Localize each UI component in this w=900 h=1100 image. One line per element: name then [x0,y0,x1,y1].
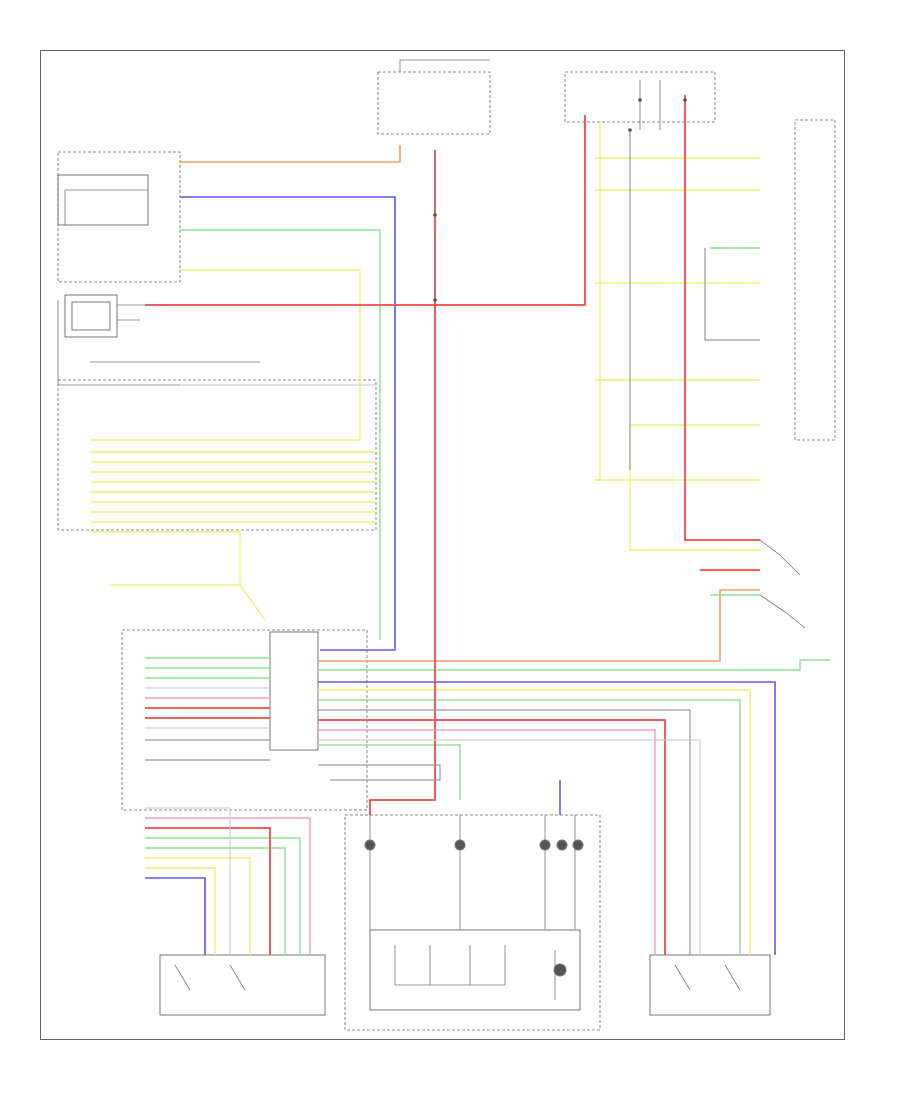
wire-orange [180,145,760,662]
wire-red [145,95,760,955]
left-module-box [57,379,377,531]
instrument-cluster-box [57,151,181,283]
right-switch-box [649,954,771,1016]
wire-pink [145,697,656,955]
wire-yellow [90,122,760,955]
diagram-frame [40,50,845,1040]
component-boxes [57,71,836,1031]
steering-switch-module [344,814,601,1031]
wire-lightgrey [145,384,701,955]
wire-grey [145,130,760,955]
relay-coil [71,301,111,331]
module-connector-block [269,631,319,751]
splice-points [364,98,687,977]
wire-blue [145,196,776,955]
switch-assembly-box [369,929,581,1011]
top-center-box [377,71,491,135]
relay-box [64,294,118,338]
wire-green [145,229,830,955]
cluster-switch-box [57,174,149,226]
wire-black [57,59,806,1000]
right-connector-column [794,119,836,441]
left-switch-box [159,954,326,1016]
